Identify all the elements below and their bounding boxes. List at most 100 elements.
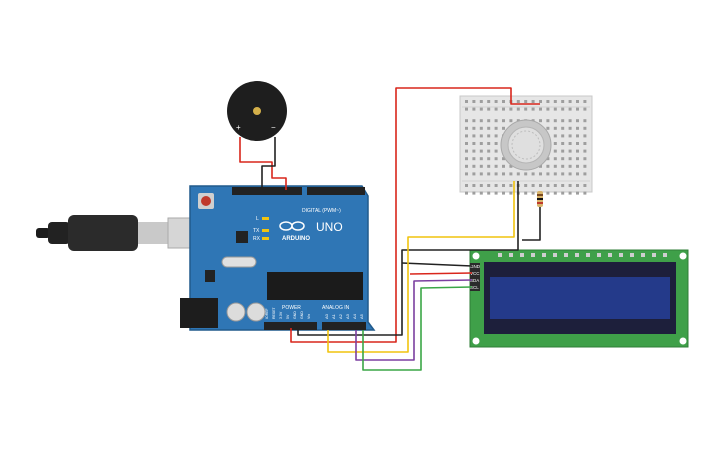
breadboard-hole: [583, 149, 587, 153]
breadboard-hole: [576, 164, 579, 168]
breadboard-hole: [502, 126, 505, 130]
breadboard-hole: [546, 119, 550, 123]
breadboard-hole: [561, 149, 565, 153]
wire-vcc-to-lcd: [409, 272, 473, 275]
breadboard-hole: [553, 191, 557, 195]
lcd-top-pin: [531, 253, 535, 257]
buzzer-minus-label: −: [271, 123, 276, 132]
breadboard-hole: [568, 172, 572, 176]
power-pin-label: Vin: [307, 314, 311, 319]
breadboard-hole: [524, 100, 528, 103]
breadboard-hole: [568, 142, 572, 145]
breadboard-hole: [494, 126, 498, 130]
breadboard-hole: [502, 191, 505, 195]
led-rx-label: RX: [253, 236, 261, 242]
wire-sensor-to-a0: [327, 181, 515, 353]
power-pin-label: 3.3V: [279, 311, 283, 319]
breadboard-hole: [465, 126, 468, 130]
buzzer-plus-label: +: [236, 123, 241, 132]
breadboard-hole: [576, 100, 579, 103]
breadboard-hole: [502, 184, 505, 187]
breadboard-hole: [583, 142, 587, 145]
breadboard-hole: [524, 107, 528, 111]
lcd-pin-label-gnd: GND: [470, 264, 481, 269]
breadboard-hole: [494, 119, 498, 123]
breadboard-hole: [576, 172, 579, 176]
breadboard-hole: [494, 157, 498, 161]
breadboard-hole: [494, 107, 498, 111]
breadboard-hole: [539, 164, 542, 168]
breadboard-hole: [583, 107, 587, 111]
breadboard-hole: [472, 119, 476, 123]
breadboard-hole: [561, 100, 565, 103]
lcd-header: [470, 253, 667, 291]
capacitor: [226, 302, 246, 322]
breadboard-hole: [502, 157, 505, 161]
analog-header: [322, 322, 366, 330]
breadboard-hole: [561, 134, 565, 138]
breadboard-hole: [465, 100, 468, 103]
lcd-top-pin: [630, 253, 634, 257]
breadboard-hole: [561, 191, 565, 195]
breadboard-hole: [576, 126, 579, 130]
power-header-label: POWER: [282, 305, 301, 311]
analog-pin-label: A3: [345, 313, 350, 319]
breadboard-hole: [546, 191, 550, 195]
breadboard-hole: [494, 184, 498, 187]
breadboard-hole: [487, 157, 491, 161]
breadboard-hole: [479, 184, 483, 187]
breadboard-hole: [502, 164, 505, 168]
breadboard-hole: [479, 172, 483, 176]
breadboard-hole: [494, 191, 498, 195]
breadboard-hole: [531, 107, 535, 111]
breadboard-hole: [553, 134, 557, 138]
breadboard-hole: [524, 172, 528, 176]
breadboard-hole: [568, 100, 572, 103]
wire-buzzer-negative: [261, 137, 276, 190]
capacitor: [246, 302, 266, 322]
breadboard-hole: [494, 149, 498, 153]
wire-buzzer-positive: [239, 137, 287, 190]
breadboard-hole: [561, 126, 565, 130]
arduino-uno-board: L TX RX ARDUINO UNO DIGITAL (PWM~) POWER…: [180, 185, 376, 331]
led-l-label: L: [256, 216, 259, 222]
wire-gnd: [297, 181, 519, 336]
lcd-top-pin: [597, 253, 601, 257]
breadboard-hole: [539, 119, 542, 123]
breadboard-hole: [509, 107, 513, 111]
breadboard-hole: [516, 172, 520, 176]
breadboard-hole: [539, 172, 542, 176]
lcd-top-pin: [663, 253, 667, 257]
wire-sda: [355, 279, 473, 361]
power-pin-label: IOREF: [265, 308, 269, 319]
breadboard-hole: [516, 107, 520, 111]
breadboard-hole: [479, 142, 483, 145]
breadboard-hole: [472, 157, 476, 161]
breadboard-hole: [465, 191, 468, 195]
breadboard-hole: [576, 134, 579, 138]
breadboard-hole: [583, 119, 587, 123]
breadboard-hole: [568, 157, 572, 161]
breadboard-hole: [509, 172, 513, 176]
breadboard-hole: [472, 100, 476, 103]
led-tx: [262, 229, 269, 232]
breadboard-hole: [479, 100, 483, 103]
breadboard-hole: [576, 107, 579, 111]
breadboard-hole: [472, 134, 476, 138]
breadboard-hole: [465, 184, 468, 187]
breadboard-hole: [576, 149, 579, 153]
breadboard-hole: [553, 119, 557, 123]
breadboard-hole: [509, 184, 513, 187]
breadboard-hole: [553, 142, 557, 145]
mini-breadboard: [459, 95, 593, 207]
breadboard-hole: [472, 149, 476, 153]
breadboard-hole: [576, 191, 579, 195]
lcd-top-pin: [564, 253, 568, 257]
breadboard-hole: [502, 172, 505, 176]
analog-header-label: ANALOG IN: [322, 305, 350, 311]
breadboard-hole: [516, 100, 520, 103]
breadboard-hole: [539, 107, 542, 111]
breadboard-hole: [531, 184, 535, 187]
breadboard-hole: [465, 119, 468, 123]
